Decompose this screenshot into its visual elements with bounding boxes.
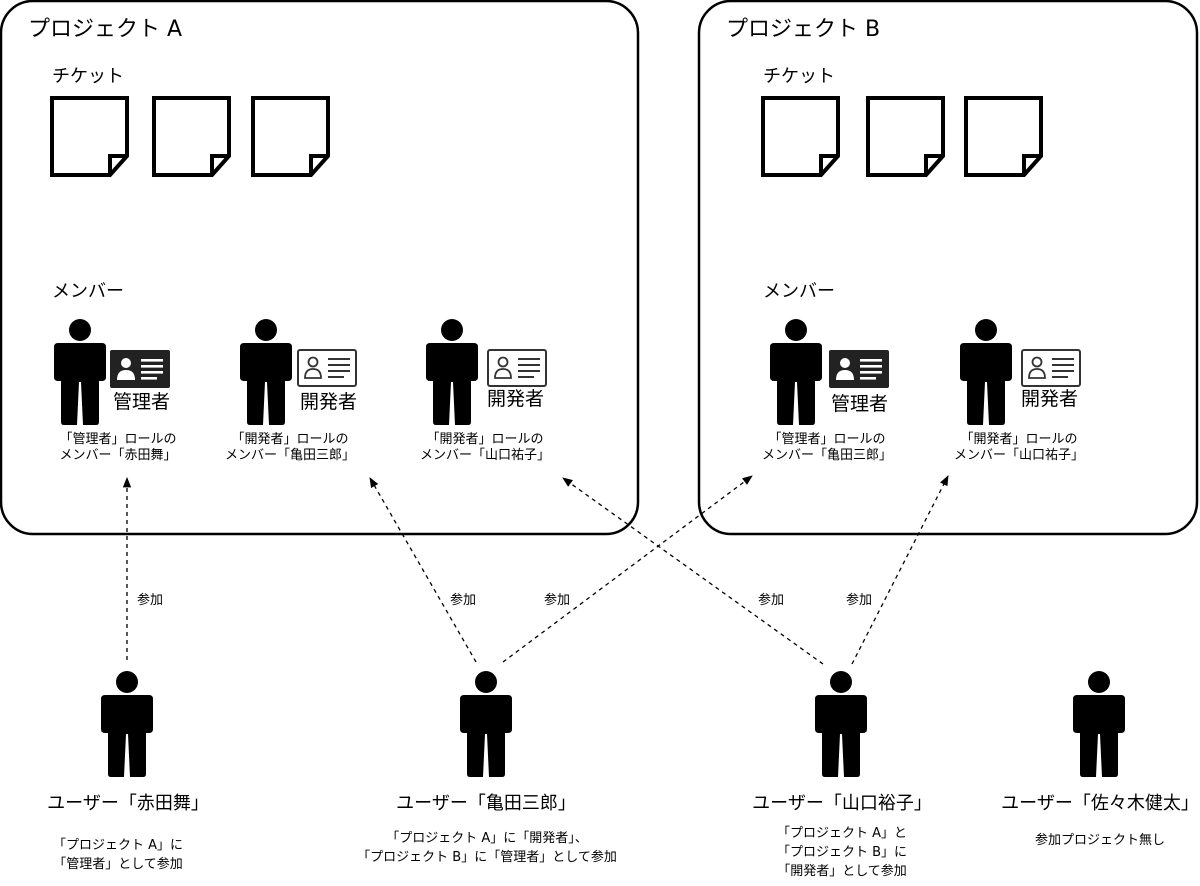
person-icon — [54, 319, 106, 425]
join-label: 参加 — [136, 593, 164, 608]
role-label: 管理者 — [113, 391, 171, 413]
ticket-icon — [50, 96, 129, 177]
id-card-outline-icon — [297, 349, 357, 387]
join-label: 参加 — [449, 593, 477, 608]
join-label: 参加 — [543, 593, 571, 608]
project-a-members-label: メンバー — [52, 281, 124, 302]
role-label: 開発者 — [487, 388, 545, 410]
ticket-icon — [964, 96, 1043, 177]
project-b-frame — [697, 0, 1199, 536]
join-arrow — [851, 475, 949, 665]
ticket-icon — [152, 96, 231, 177]
member-description: 「管理者」ロールの メンバー「亀田三郎」 — [761, 432, 893, 464]
join-arrow — [369, 477, 477, 663]
person-icon — [460, 671, 512, 777]
ticket-icon — [251, 96, 330, 177]
person-icon — [426, 319, 478, 425]
user-description: 参加プロジェクト無し — [1034, 833, 1166, 848]
person-icon — [1073, 671, 1125, 777]
join-arrow — [502, 475, 753, 663]
project-b-title: プロジェクト B — [726, 17, 881, 42]
project-a-title: プロジェクト A — [28, 17, 183, 42]
project-b-tickets-label: チケット — [763, 66, 835, 87]
id-card-outline-icon — [487, 349, 547, 387]
user-description: 「プロジェクト A」に 「管理者」として参加 — [52, 838, 184, 872]
user-description: 「プロジェクト A」に「開発者」、 「プロジェクト B」に「管理者」として参加 — [357, 831, 617, 865]
user-name: ユーザー「佐々木健太」 — [1001, 793, 1199, 814]
id-card-dark-icon — [829, 350, 889, 388]
project-a-tickets-label: チケット — [52, 66, 124, 87]
project-b-members-label: メンバー — [763, 281, 835, 302]
person-icon — [101, 671, 153, 777]
member-description: 「開発者」ロールの メンバー「山口祐子」 — [953, 432, 1085, 464]
user-name: ユーザー「山口裕子」 — [752, 793, 932, 814]
id-card-outline-icon — [1021, 349, 1081, 387]
user-description: 「プロジェクト A」と 「プロジェクト B」に 「開発者」として参加 — [776, 826, 908, 879]
join-label: 参加 — [845, 593, 873, 608]
member-description: 「管理者」ロールの メンバー「赤田舞」 — [59, 432, 177, 464]
user-name: ユーザー「亀田三郎」 — [396, 793, 576, 814]
person-icon — [240, 319, 292, 425]
person-icon — [960, 319, 1012, 425]
ticket-icon — [761, 96, 840, 177]
user-name: ユーザー「赤田舞」 — [47, 793, 209, 814]
ticket-icon — [866, 96, 945, 177]
member-description: 「開発者」ロールの メンバー「山口祐子」 — [419, 432, 551, 464]
join-label: 参加 — [757, 593, 785, 608]
role-label: 開発者 — [1021, 388, 1079, 410]
join-arrow — [562, 477, 824, 665]
member-description: 「開発者」ロールの メンバー「亀田三郎」 — [224, 432, 356, 464]
role-label: 開発者 — [300, 391, 358, 413]
project-a-frame — [0, 0, 640, 536]
person-icon — [770, 319, 822, 425]
person-icon — [815, 671, 867, 777]
id-card-dark-icon — [110, 350, 170, 388]
role-label: 管理者 — [831, 393, 889, 415]
